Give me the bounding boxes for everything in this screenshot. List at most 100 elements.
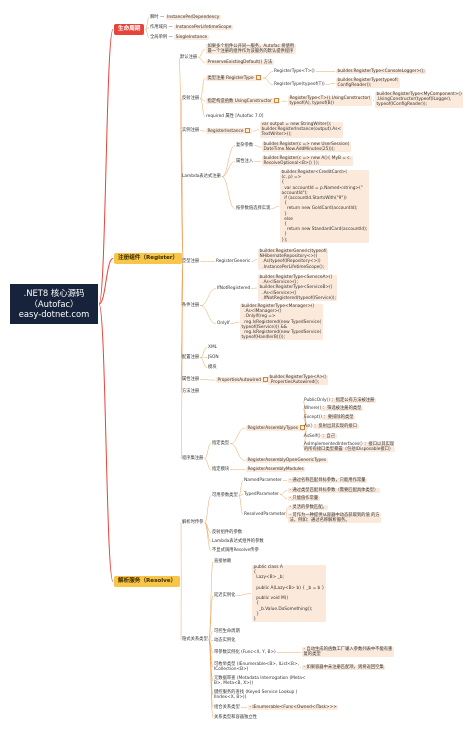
branch-lifecycle[interactable]: 生命周期 <box>114 24 145 35</box>
parameterized-instantiation[interactable]: 带参数实例化 (Func<X, Y, B>) <box>214 650 276 655</box>
metadata-interrogation[interactable]: 元数据审查 (Metadata Interrogation (Meta< B>,… <box>214 676 306 687</box>
generic-register[interactable]: 泛型注册 <box>182 259 200 264</box>
connector-line <box>251 259 258 262</box>
lifecycle-label: 作用域内 <box>150 25 168 30</box>
opt-value: ：反射出其实现的接口 <box>312 424 359 429</box>
reflection-register[interactable]: 反射注册 <box>182 96 200 101</box>
root-title: .NET8 核心源码 <box>23 288 85 298</box>
connector-line <box>372 99 375 102</box>
property-injection-code: builder.Register(c => new A(){ MyB = c. … <box>262 156 353 167</box>
connector-line <box>221 176 236 209</box>
connector-line <box>204 458 212 470</box>
no-explicit-resolve-params[interactable]: 不显式调用Resolve传参 <box>212 548 259 553</box>
connector-line <box>204 495 212 523</box>
root-subtitle: （Autofac） <box>29 298 79 309</box>
instance-register[interactable]: 实例注册 <box>182 128 200 133</box>
connector-line <box>145 29 150 38</box>
property-register[interactable]: 属性注册 <box>182 377 200 382</box>
opt-public-only: PublicOnly()：指定公有方法被注册 <box>304 398 376 403</box>
properties-autowired-label: PropertiesAutowired <box>217 378 261 383</box>
using-constructor[interactable]: 指定构造函数 UsingConstructor <box>206 98 281 105</box>
config-register[interactable]: 配置注册 <box>182 355 200 360</box>
resolve-params[interactable]: 解析时传参 <box>182 520 204 525</box>
branch-resolve[interactable]: 解析服务（Resolve） <box>114 576 181 587</box>
register-type-label: 类型注册 RegisterType <box>207 76 254 81</box>
preserve-existing-default: PreserveExistingDefault() 方法 <box>206 60 274 66</box>
properties-autowired-code: builder.RegisterType<A>() .PropertiesAut… <box>268 375 328 386</box>
opt-key: Except() <box>304 415 322 420</box>
link-icon <box>273 98 279 103</box>
register-typeof: RegisterType(typeof(T)) <box>274 82 325 87</box>
connector-line <box>200 305 217 324</box>
connector-line <box>279 494 288 499</box>
conditional-register[interactable]: 条件注册 <box>182 303 200 308</box>
opt-key: Where() <box>304 406 322 411</box>
properties-autowired[interactable]: PropertiesAutowired <box>216 377 270 384</box>
register-instance[interactable]: RegisterInstance <box>206 128 252 135</box>
owned-lifetime[interactable]: 可控生命周期 <box>214 629 240 634</box>
using-constructor-code: RegisterType<T>().UsingConstructor( type… <box>288 96 373 107</box>
connector-line <box>200 130 206 132</box>
register-assembly-types[interactable]: RegisterAssemblyTypes <box>246 425 307 432</box>
required-attribute[interactable]: required 属性 [Autofac 7.0] <box>206 114 264 119</box>
complex-params[interactable]: 复杂参数 <box>236 143 254 148</box>
reflect-component-params[interactable]: 反射组件的参数 <box>212 530 243 535</box>
connector-line <box>98 303 114 582</box>
branch-register[interactable]: 注册组件（Register） <box>114 253 183 264</box>
typed-parameter[interactable]: TypedParameter <box>244 492 279 497</box>
connector-line <box>230 427 246 444</box>
connector-line <box>200 288 217 306</box>
relationship-container-independence[interactable]: 关系类型和容器独立性 <box>214 715 257 720</box>
direct-dependency[interactable]: 直接依赖 <box>214 559 232 564</box>
lambda-register[interactable]: Lambda表达式注册 <box>182 174 221 179</box>
connector-line <box>199 77 206 99</box>
default-register-desc: 如果多个组件公开同一服务，Autofac 将使用 最一个注册的组件作为该服务的默… <box>206 44 296 55</box>
keyed-service-lookup[interactable]: 键控服务的查找 (Keyed Service Lookup ( IIndex<X… <box>214 690 298 701</box>
composite-relationship-desc: - IEnumerable<Func<Owned<ITask>>> <box>248 705 339 711</box>
resolved-parameter[interactable]: ResolvedParameter <box>244 512 286 517</box>
property-injection[interactable]: 属性注入 <box>236 159 254 164</box>
lazy-instantiation[interactable]: 延迟实例化 <box>214 593 236 598</box>
opt-key: AsImplementedInterfaces() <box>304 442 363 447</box>
root-node[interactable]: .NET8 核心源码 （Autofac） easy-dotnet.com <box>10 284 98 324</box>
enumeration[interactable]: 可枚举类型 (IEnumerable<B>, IList<B>, ICollec… <box>214 662 299 673</box>
dynamic-instantiation[interactable]: 动态实例化 <box>214 638 236 643</box>
config-module[interactable]: 模块 <box>208 365 217 370</box>
parameterized-instantiation-desc: - 自动生成的函数工厂输入参数列表中不能有重 复的类型 <box>302 647 394 658</box>
register-type-generic-code: builder.RegisterType<ConsoleLogger>(); <box>336 69 427 75</box>
connector-line <box>252 129 260 132</box>
register-assembly-modules[interactable]: RegisterAssemblyModules <box>246 467 306 473</box>
connector-line <box>221 145 236 177</box>
implicit-relationship-types[interactable]: 隐式关系类型 <box>182 637 208 642</box>
config-json[interactable]: JSON <box>208 355 219 360</box>
lifecycle-transient[interactable]: 瞬时 — InstancePerDependency <box>150 15 221 20</box>
enumeration-desc: - 如果容器中未注册匹配项，则将返回空集 <box>302 665 386 671</box>
default-register[interactable]: 默认注册 <box>180 55 198 60</box>
composite-relationship[interactable]: 组合关系类型 <box>214 705 240 710</box>
named-parameter-desc: - 通过名称匹配目标参数，只能用作常量 <box>288 478 367 484</box>
using-constructor-example: builder.RegisterType<MyComponent>() .Usi… <box>375 92 464 108</box>
lifecycle-singleton[interactable]: 全局单例 — SingleInstance <box>150 35 209 40</box>
param-types[interactable]: 可用参数类型 <box>212 493 238 498</box>
connector-line <box>302 427 308 448</box>
opt-asself: AsSelf()：自己 <box>304 434 337 439</box>
assembly-type-label[interactable]: 指定类型 <box>212 441 230 446</box>
method-register[interactable]: 方法注册 <box>182 389 200 394</box>
register-type[interactable]: 类型注册 RegisterType <box>206 75 263 82</box>
only-if[interactable]: OnlyIf <box>217 321 230 326</box>
link-icon <box>262 377 268 382</box>
opt-value: ：指定公有方法被注册 <box>329 398 376 403</box>
lazy-code: public class A { Lazy<B> _b; public A(La… <box>252 565 326 623</box>
register-assembly-open-generic[interactable]: RegisterAssemblyOpenGenericTypes <box>246 458 328 464</box>
config-xml[interactable]: XML <box>208 345 218 350</box>
select-by-param[interactable]: 按参数值选择实现 <box>236 206 271 211</box>
assembly-module-label[interactable]: 指定模块 <box>212 467 230 472</box>
lifecycle-scope[interactable]: 作用域内 — InstancePerLifetimeScope <box>150 25 233 30</box>
named-parameter[interactable]: NamedParameter <box>244 478 282 483</box>
if-not-registered[interactable]: IfNotRegistered <box>217 286 251 291</box>
register-generic[interactable]: RegisterGeneric <box>216 259 250 264</box>
assembly-register[interactable]: 程序集注册 <box>182 456 204 461</box>
lambda-component-params[interactable]: Lambda表达式组件的参数 <box>212 539 264 544</box>
connector-line <box>271 206 280 209</box>
root-site: easy-dotnet.com <box>18 309 90 319</box>
